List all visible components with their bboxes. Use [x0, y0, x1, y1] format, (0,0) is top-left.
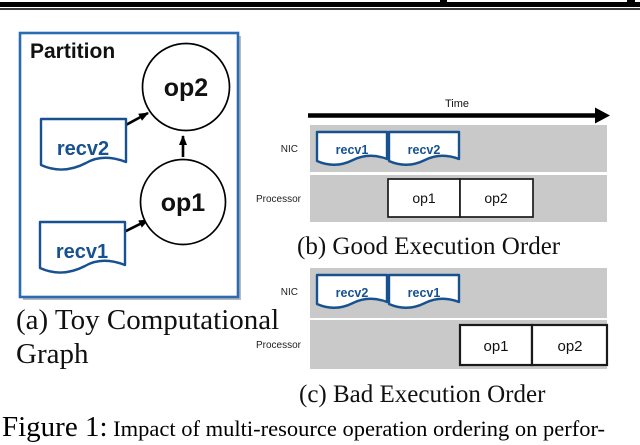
edge-recv1-to-op1 — [123, 218, 149, 234]
caption-c: (c) Bad Execution Order — [299, 381, 546, 408]
recv2-doc-label: recv2 — [57, 138, 109, 160]
recv2-block-good: recv2 — [387, 130, 461, 166]
recv2-block-bad: recv2 — [315, 273, 389, 309]
figure-caption-prefix: Figure 1: — [2, 411, 108, 443]
caption-b: (b) Good Execution Order — [297, 233, 561, 260]
recv1-doc: recv1 — [38, 220, 127, 274]
top-double-rule — [0, 2, 640, 11]
recv1-block-bad: recv1 — [387, 273, 461, 309]
bad-order-panel: NIC recv2 recv1 Processor op1 op2 — [256, 268, 609, 369]
op2-block-good — [459, 178, 534, 218]
svg-text:recv1: recv1 — [408, 286, 441, 300]
caption-a-line1: (a) Toy Computational — [16, 304, 280, 336]
caption-a-line2: Graph — [16, 338, 89, 370]
figure-caption-text: Impact of multi-resource operation order… — [107, 416, 606, 441]
computational-graph-panel: Partition op2 op1 recv2 recv1 — [18, 31, 241, 300]
processor-label-bad: Processor — [256, 340, 302, 351]
recv1-doc-label: recv1 — [56, 241, 108, 263]
figure-caption: Figure 1: Impact of multi-resource opera… — [2, 411, 640, 444]
op2-node-label: op2 — [164, 74, 208, 102]
svg-text:op1: op1 — [483, 338, 508, 355]
good-order-panel: Time NIC recv1 recv2 Processor op1 op2 — [256, 98, 610, 222]
svg-text:recv2: recv2 — [408, 143, 441, 157]
partition-label: Partition — [30, 40, 115, 63]
op1-block-good — [387, 178, 461, 218]
processor-label-good: Processor — [256, 194, 302, 205]
recv2-doc: recv2 — [39, 117, 128, 171]
op1-block-bad — [458, 323, 534, 367]
time-label: Time — [445, 98, 469, 110]
op1-node — [139, 158, 227, 246]
op1-node-label: op1 — [161, 189, 206, 217]
svg-text:op2: op2 — [484, 190, 508, 206]
edge-recv2-to-op2 — [123, 111, 149, 128]
time-arrow — [308, 107, 610, 124]
svg-text:recv2: recv2 — [336, 286, 369, 300]
nic-label-good: NIC — [281, 144, 298, 155]
op2-node — [141, 42, 231, 132]
cropped-text-fragment — [627, 0, 635, 3]
svg-text:op2: op2 — [557, 338, 582, 355]
op2-block-bad — [530, 323, 609, 367]
nic-label-bad: NIC — [281, 287, 298, 298]
recv1-block-good: recv1 — [315, 130, 389, 166]
svg-text:recv1: recv1 — [336, 143, 369, 157]
svg-text:op1: op1 — [412, 190, 436, 206]
cropped-text-fragment — [440, 0, 447, 3]
caption-a: (a) Toy Computational Graph — [16, 303, 279, 371]
